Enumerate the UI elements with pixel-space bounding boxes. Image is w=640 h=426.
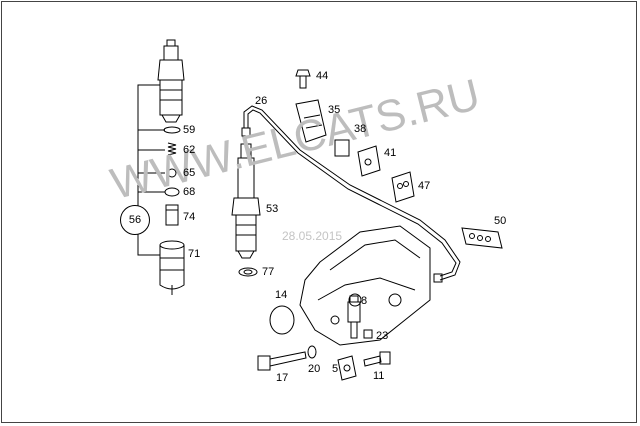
o-ring-14: [269, 305, 295, 335]
label-5: 5: [332, 363, 339, 375]
label-65: 65: [183, 167, 196, 179]
block-5: [337, 355, 357, 381]
holder-71: [159, 240, 185, 295]
washer-77-hole: [243, 269, 253, 275]
label-14: 14: [275, 289, 288, 301]
injection-pump-housing: [299, 225, 431, 346]
sensor-8: [347, 295, 361, 339]
label-20: 20: [308, 363, 321, 375]
label-56-circled: 56: [120, 205, 150, 235]
label-77: 77: [262, 266, 275, 278]
washer-77: [238, 267, 258, 277]
ball-65: [167, 168, 177, 178]
washer-20: [307, 345, 317, 359]
left-bracket-line: [137, 84, 165, 256]
fuel-pipe-26: [241, 105, 461, 283]
label-53: 53: [266, 203, 279, 215]
label-35: 35: [328, 104, 341, 116]
disc-68: [164, 187, 180, 197]
label-17: 17: [276, 372, 289, 384]
bolt-11: [363, 351, 391, 367]
clamp-41: [357, 145, 381, 177]
clamp-47: [391, 171, 415, 203]
label-59: 59: [183, 124, 196, 136]
label-41: 41: [384, 147, 397, 159]
label-71: 71: [188, 248, 201, 260]
label-38: 38: [354, 123, 367, 135]
date-stamp: 28.05.2015: [282, 229, 343, 243]
label-26: 26: [255, 95, 268, 107]
injector-53: [231, 143, 261, 259]
label-23: 23: [376, 330, 389, 342]
label-8: 8: [361, 295, 368, 307]
label-11: 11: [373, 370, 385, 382]
nut-23: [363, 329, 373, 339]
spring-62: [167, 142, 177, 156]
injector-nozzle-top: [157, 39, 185, 123]
sleeve-74: [165, 204, 179, 226]
label-74: 74: [183, 211, 196, 223]
label-50: 50: [494, 215, 507, 227]
label-47: 47: [418, 180, 431, 192]
label-62: 62: [183, 144, 196, 156]
clamp-50: [461, 227, 503, 249]
clip-38: [334, 139, 350, 157]
bolt-17: [257, 351, 307, 371]
label-44: 44: [316, 70, 329, 82]
bracket-35: [295, 99, 327, 143]
washer-59: [163, 126, 181, 134]
bolt-44: [295, 69, 311, 89]
label-68: 68: [183, 186, 196, 198]
